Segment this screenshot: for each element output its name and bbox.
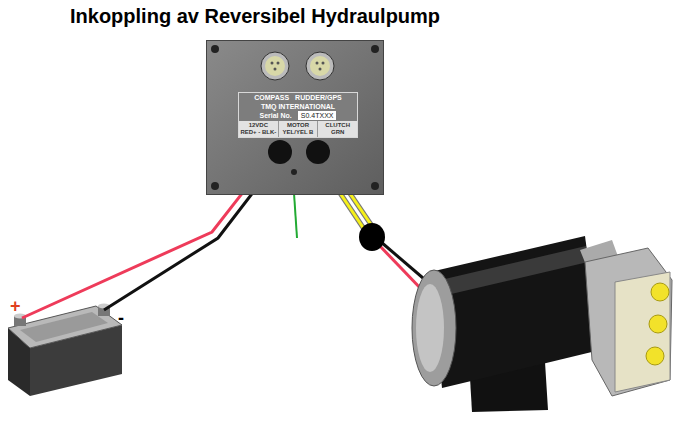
terminal-cell: 12VDC RED+ - BLK- [239, 121, 278, 137]
port-label: RUDDER/GPS [295, 93, 342, 102]
polarity-label: + [10, 296, 21, 317]
terminal-row: 12VDC RED+ - BLK- MOTOR YEL/YEL B CLUTCH G… [239, 121, 357, 137]
port-label: COMPASS [254, 93, 289, 102]
terminal-label: 12VDC RED+ - BLK- [240, 122, 276, 135]
terminal-cell: MOTOR YEL/YEL B [278, 121, 318, 137]
terminal-label: MOTOR YEL/YEL B [283, 122, 314, 135]
label-row: COMPASS RUDDER/GPS [239, 93, 357, 102]
label-row: Serial No. S0.4TXXX [239, 111, 357, 120]
terminal-cell: CLUTCH GRN [317, 121, 357, 137]
terminal-label: CLUTCH GRN [325, 122, 350, 135]
serial-label: Serial No. [260, 111, 292, 120]
polarity-label: - [118, 308, 124, 329]
diagram-title: Inkoppling av Reversibel Hydraulpump [70, 5, 440, 28]
serial-number: S0.4TXXX [298, 111, 337, 120]
autopilot-unit: COMPASS RUDDER/GPSTMQ INTERNATIONALSerial… [206, 40, 384, 195]
label-row: TMQ INTERNATIONAL [239, 102, 357, 111]
brand-label: TMQ INTERNATIONAL [261, 102, 335, 111]
hydraulic-pump [412, 236, 672, 412]
label-plate: COMPASS RUDDER/GPSTMQ INTERNATIONALSerial… [238, 92, 358, 138]
